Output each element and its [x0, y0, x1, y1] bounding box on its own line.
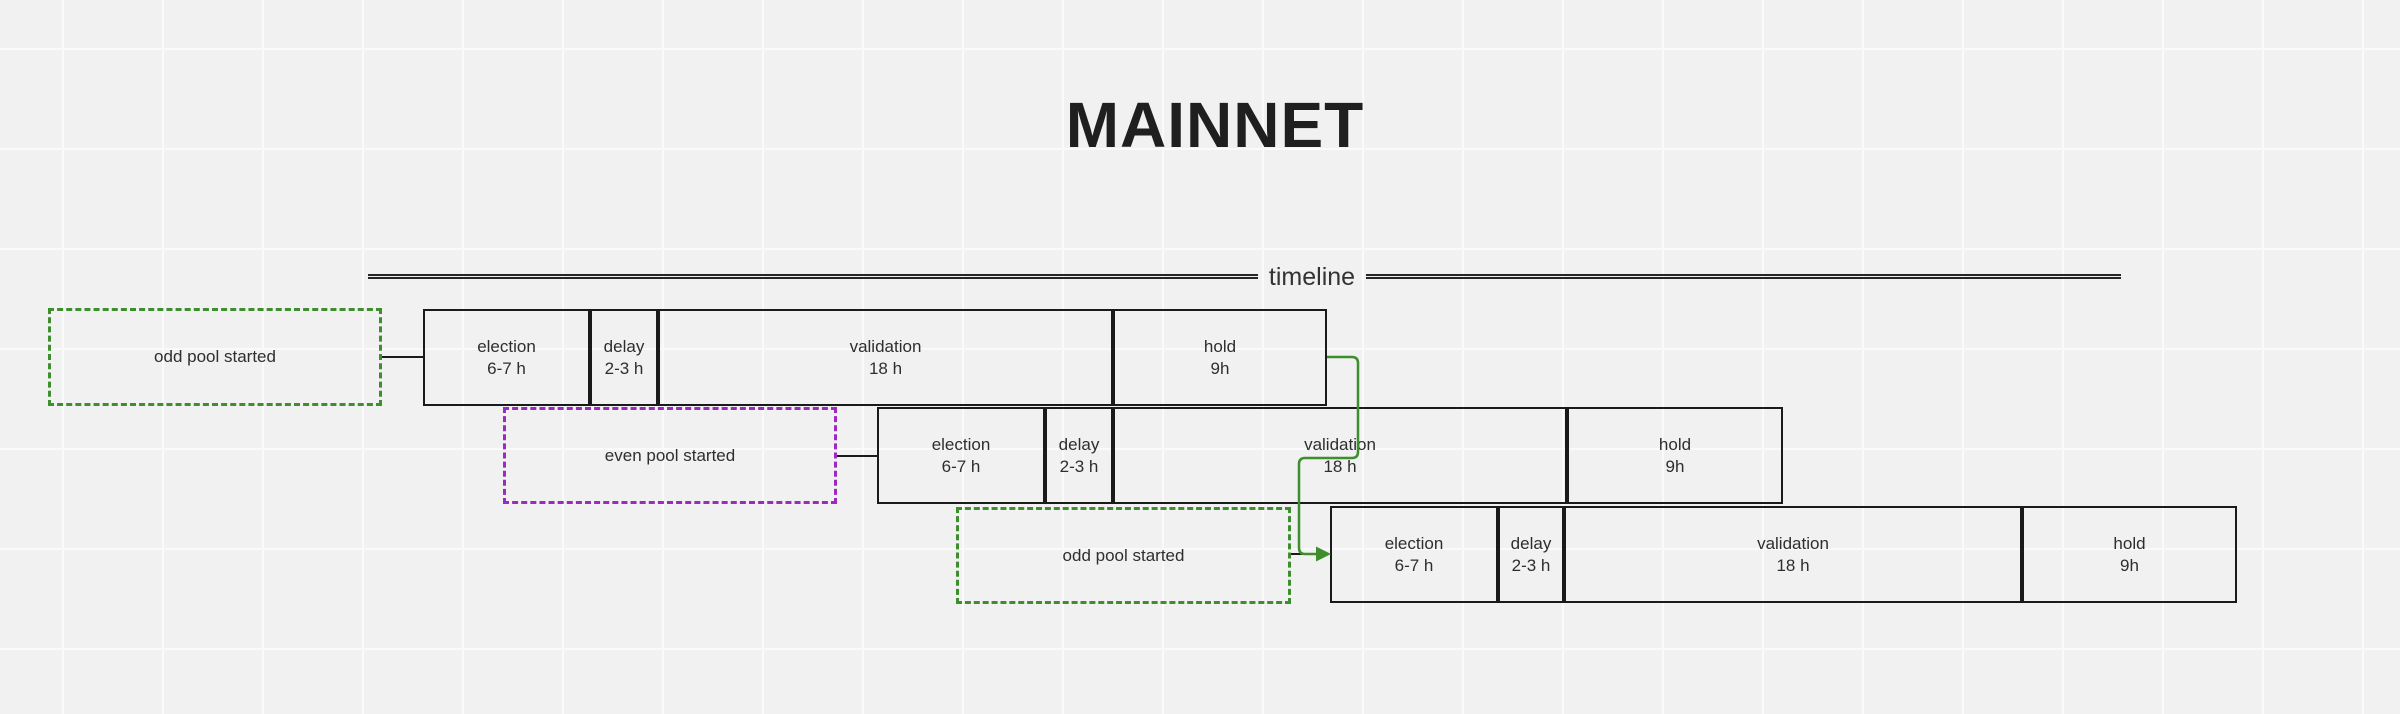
phase-box-validation-row1: validation 18 h [658, 309, 1113, 406]
phase-name: hold [1658, 434, 1692, 454]
phase-box-hold-row2: hold 9h [1567, 407, 1783, 504]
phase-duration: 6-7 h [487, 358, 526, 378]
start-event-box-row2: even pool started [503, 407, 837, 504]
phase-duration: 2-3 h [604, 358, 644, 378]
phase-box-election-row2: election 6-7 h [877, 407, 1045, 504]
phase-duration: 2-3 h [1511, 555, 1551, 575]
phase-box-hold-row1: hold 9h [1113, 309, 1327, 406]
timeline-axis-right [1366, 274, 2121, 279]
start-event-box-row1: odd pool started [48, 308, 382, 406]
phase-duration: 18 h [1776, 555, 1810, 575]
phase-duration: 18 h [1323, 456, 1357, 476]
phase-box-election-row1: election 6-7 h [423, 309, 590, 406]
phase-name: delay [1058, 434, 1100, 454]
connector-row1 [382, 356, 423, 358]
phase-duration: 9h [1665, 456, 1685, 476]
phase-box-delay-row2: delay 2-3 h [1045, 407, 1113, 504]
phase-duration: 18 h [868, 358, 903, 378]
arrowhead-icon [1316, 546, 1331, 562]
start-event-label: odd pool started [154, 347, 276, 366]
phase-name: hold [2113, 533, 2146, 553]
connector-row2 [837, 455, 877, 457]
phase-name: election [1384, 533, 1444, 553]
phase-name: election [931, 434, 991, 454]
phase-box-validation-row3: validation 18 h [1564, 506, 2022, 603]
phase-name: election [477, 336, 536, 356]
phase-name: hold [1203, 336, 1237, 356]
phase-box-delay-row3: delay 2-3 h [1498, 506, 1564, 603]
timeline-label: timeline [1268, 263, 1356, 291]
diagram-title: MAINNET [1065, 89, 1365, 161]
start-event-label: even pool started [604, 445, 736, 465]
phase-box-delay-row1: delay 2-3 h [590, 309, 658, 406]
flow-arrow-hold-to-election [1297, 355, 1360, 562]
phase-name: validation [849, 336, 922, 356]
phase-duration: 6-7 h [941, 456, 981, 476]
phase-box-hold-row3: hold 9h [2022, 506, 2237, 603]
phase-name: delay [1510, 533, 1552, 553]
phase-duration: 2-3 h [1059, 456, 1099, 476]
phase-name: delay [603, 336, 645, 356]
phase-duration: 6-7 h [1394, 555, 1434, 575]
phase-duration: 9h [2120, 555, 2139, 575]
start-event-label: odd pool started [1062, 545, 1185, 565]
phase-duration: 9h [1210, 358, 1230, 378]
start-event-box-row3: odd pool started [956, 507, 1291, 604]
timeline-axis-left [368, 274, 1258, 279]
phase-box-election-row3: election 6-7 h [1330, 506, 1498, 603]
phase-name: validation [1757, 533, 1829, 553]
